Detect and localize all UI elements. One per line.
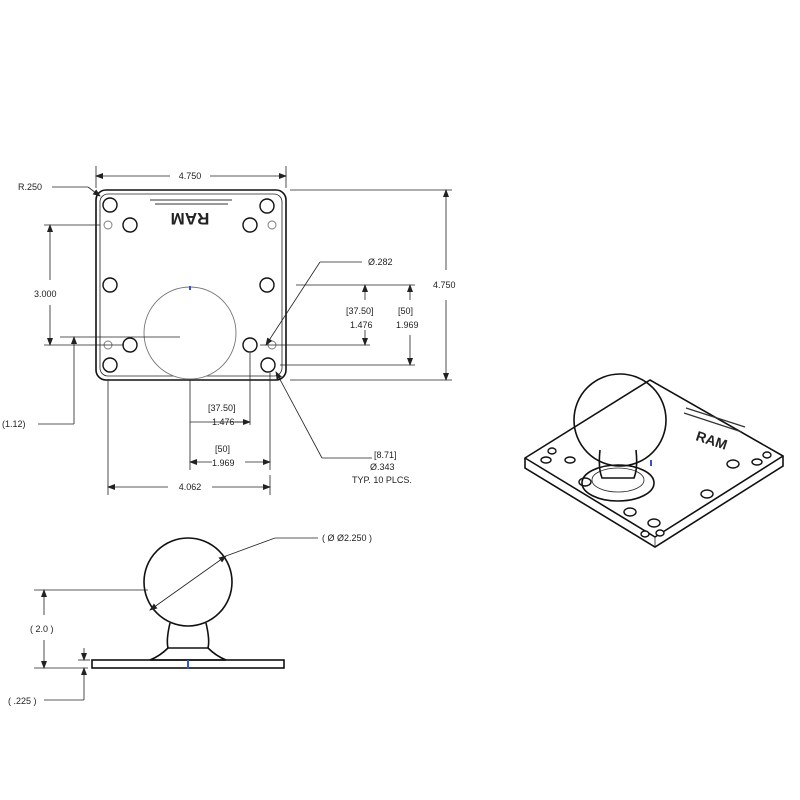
dim-inner-in-v: 1.476 <box>350 320 373 330</box>
iso-ball <box>573 373 667 467</box>
dim-inner-mm-v: [37.50] <box>346 306 374 316</box>
iso-holes <box>540 447 772 538</box>
dim-outer-in-v: 1.969 <box>396 320 419 330</box>
plate-outline <box>95 189 287 381</box>
hole-bottom-right-inner <box>242 337 258 353</box>
hole-top-left-inner <box>122 217 138 233</box>
hole-mid-left <box>102 277 118 293</box>
side-view: ( Ø Ø2.250 ) ( 2.0 ) ( .225 ) <box>8 533 372 706</box>
hole-bottom-right <box>260 357 276 373</box>
hole-bottom-left-inner <box>122 337 138 353</box>
dim-ball-dia: ( Ø Ø2.250 ) <box>322 533 372 543</box>
iso-logo-text: RAM <box>694 428 729 453</box>
side-flare <box>149 647 227 661</box>
ball-base-circle <box>143 286 237 380</box>
dim-vertical-pitch: 3.000 <box>34 289 57 299</box>
side-ball <box>143 537 233 627</box>
logo-text: RAM <box>171 209 210 228</box>
plate-logo: RAM <box>150 199 232 228</box>
dim-large-hole-dia: Ø.343 <box>370 462 395 472</box>
isometric-view: RAM <box>524 373 784 548</box>
hole-top-right-inner <box>242 217 258 233</box>
iso-flare <box>581 464 655 502</box>
dim-offset-left: (1.12) <box>2 419 26 429</box>
dim-large-hole-mm: [8.71] <box>374 450 397 460</box>
hole-top-left <box>102 197 118 213</box>
hole-mid-right <box>259 277 275 293</box>
dim-small-hole-dia: Ø.282 <box>368 257 393 267</box>
dim-bottom-span: 4.062 <box>179 482 202 492</box>
iso-plate-side <box>524 456 784 548</box>
mounting-holes <box>102 197 277 373</box>
dim-inner-in-h: 1.476 <box>212 417 235 427</box>
dim-outer-in-h: 1.969 <box>212 458 235 468</box>
hole-top-left-small <box>103 220 113 230</box>
iso-logo: RAM <box>683 407 746 453</box>
dim-large-hole-note: TYP. 10 PLCS. <box>352 475 412 485</box>
dim-outer-mm-h: [50] <box>215 444 230 454</box>
hole-bottom-left <box>102 357 118 373</box>
dim-overall-height: 4.750 <box>433 280 456 290</box>
side-neck <box>166 622 210 649</box>
dim-overall-width: 4.750 <box>179 171 202 181</box>
dim-outer-mm-v: [50] <box>398 306 413 316</box>
dim-height: ( 2.0 ) <box>30 624 54 634</box>
top-view: RAM 4.750 R.250 4.750 3.000 (1.12) Ø.282 <box>2 166 456 495</box>
hole-top-right <box>259 198 275 214</box>
dim-plate-thickness: ( .225 ) <box>8 696 37 706</box>
dim-corner-radius: R.250 <box>18 182 42 192</box>
dim-inner-mm-h: [37.50] <box>208 403 236 413</box>
hole-top-right-small <box>267 220 277 230</box>
iso-plate-top <box>524 379 784 538</box>
